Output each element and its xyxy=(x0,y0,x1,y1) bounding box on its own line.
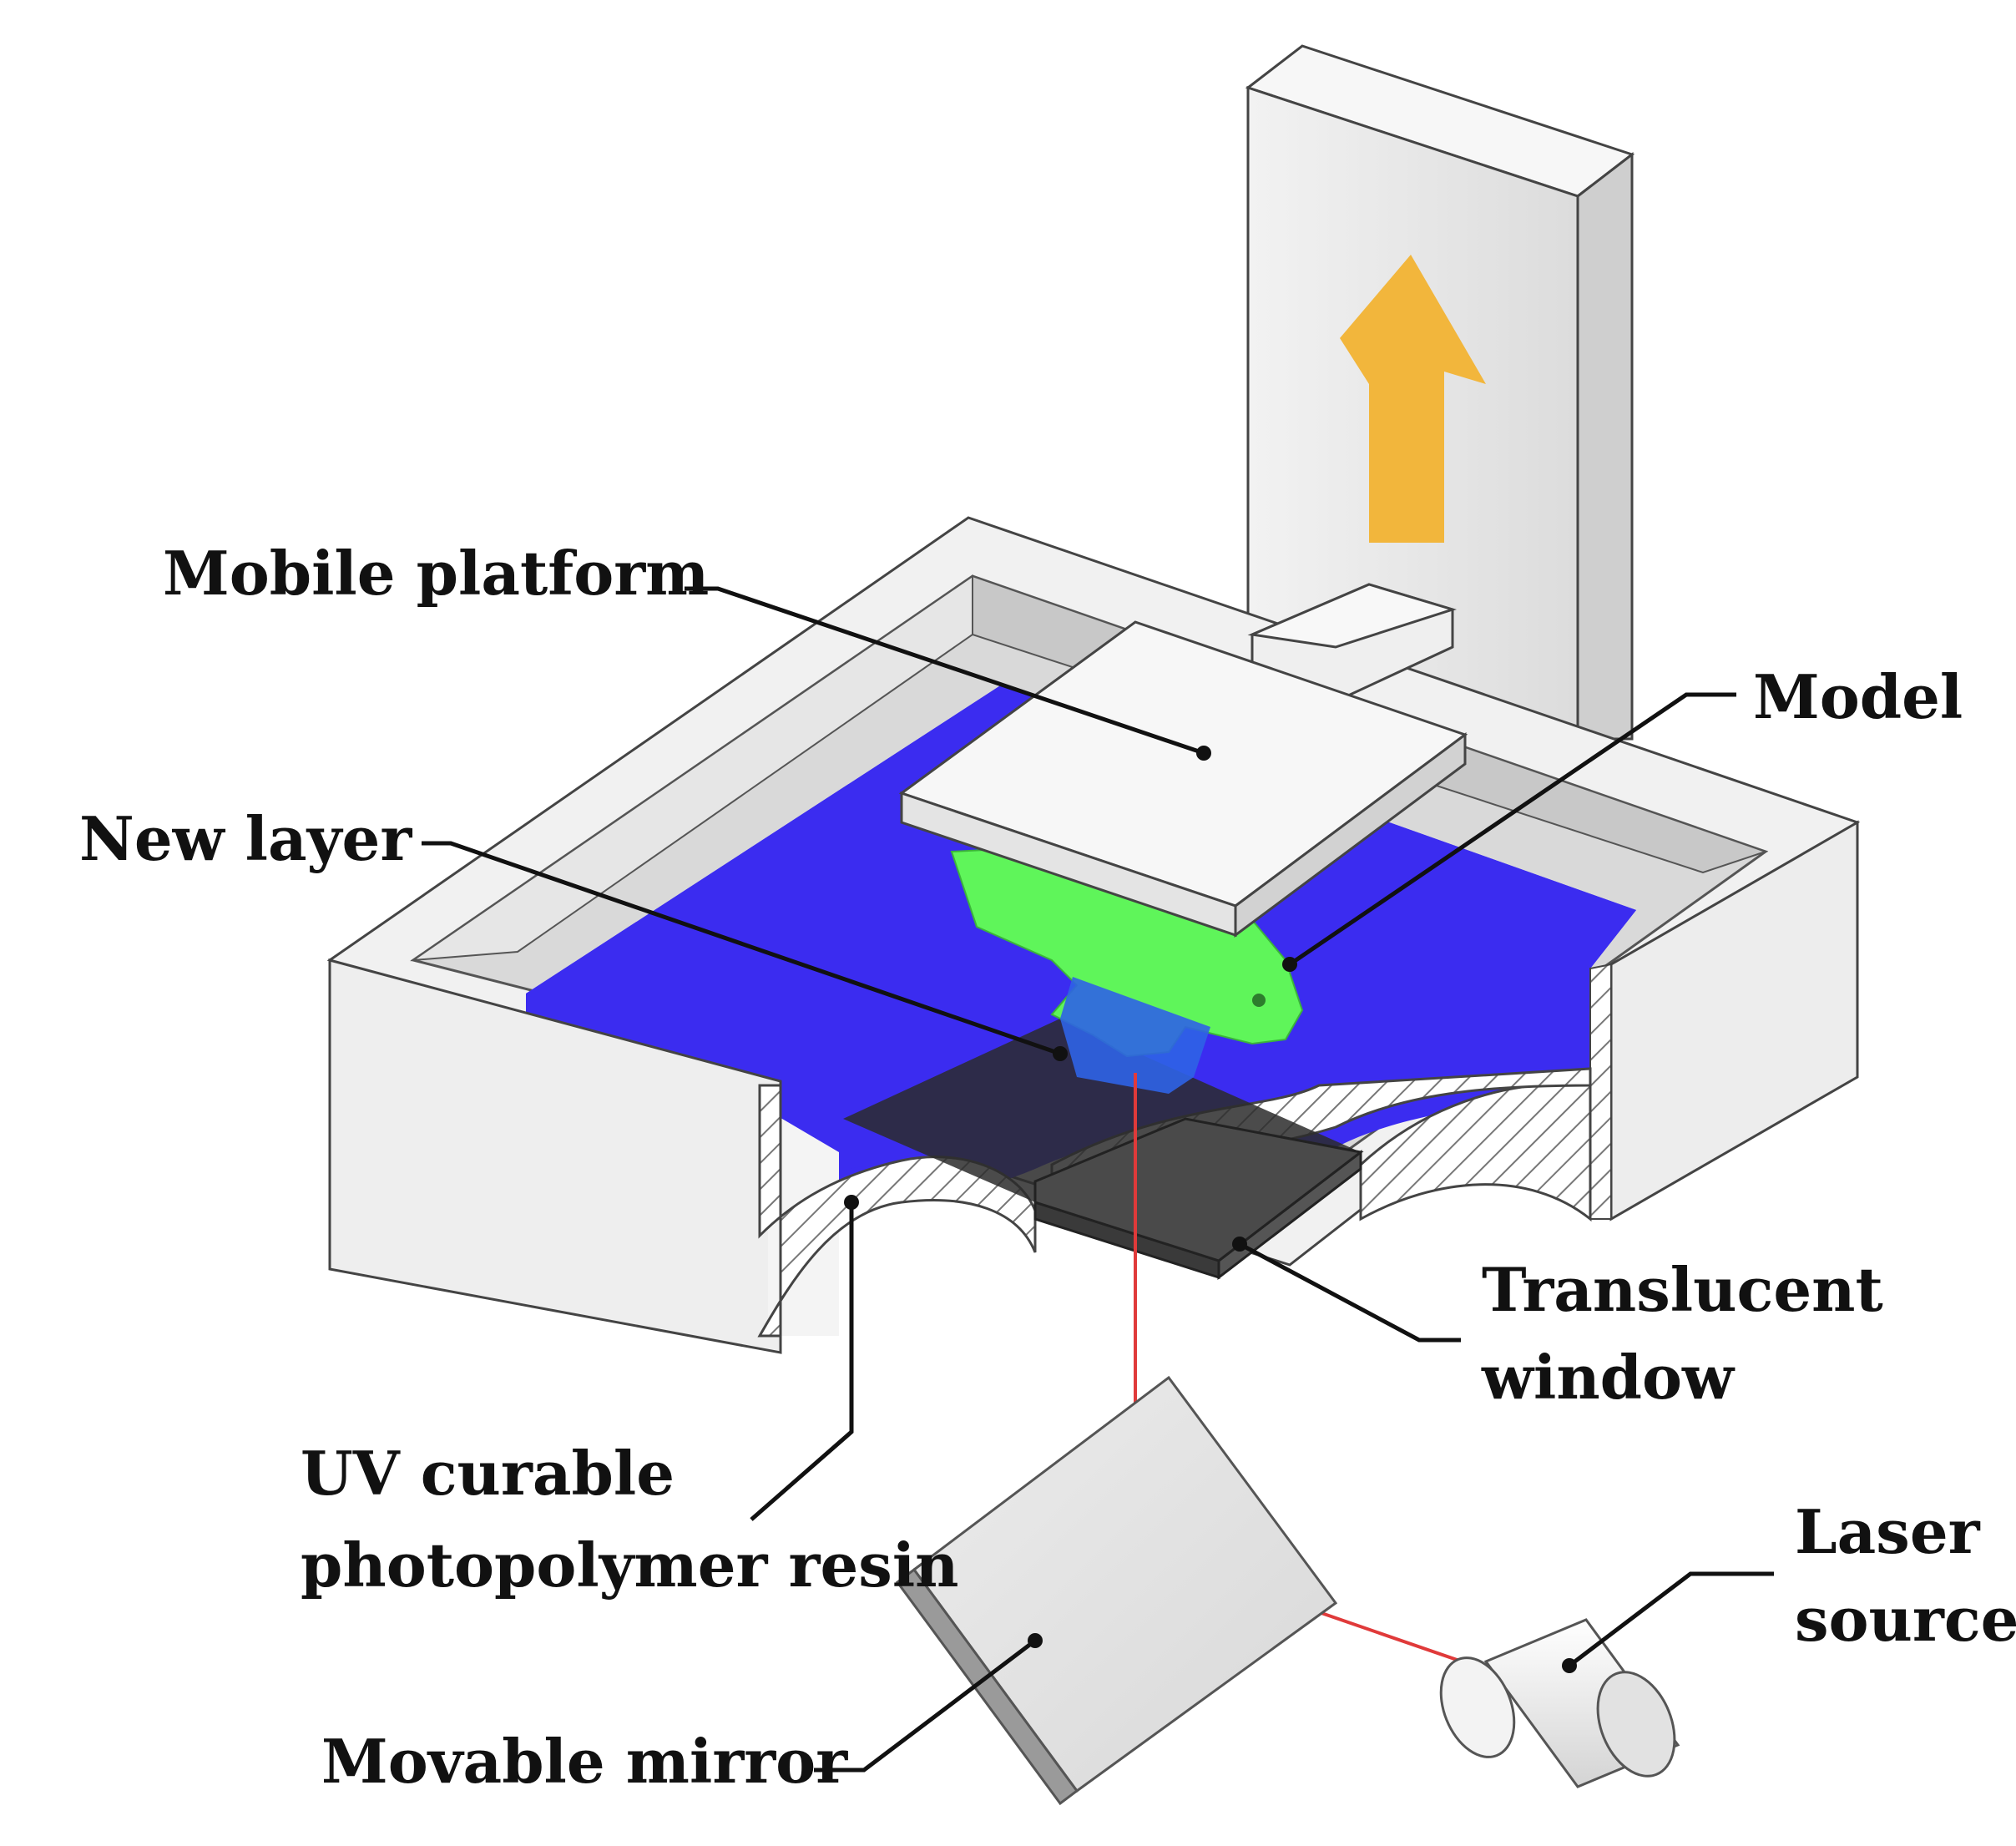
label-new-layer: New layer xyxy=(79,803,412,874)
label-uv-resin-2: photopolymer resin xyxy=(301,1530,959,1601)
carriage-arm xyxy=(1247,583,1458,703)
leader-uv-resin xyxy=(750,1202,854,1521)
laser-source xyxy=(1439,1618,1680,1788)
label-mobile-platform: Mobile platform xyxy=(163,538,709,609)
label-laser-source-2: source xyxy=(1795,1584,2016,1655)
leader-model xyxy=(1288,692,1736,967)
label-translucent-window-2: window xyxy=(1481,1342,1736,1413)
leader-movable-mirror xyxy=(814,1639,1037,1773)
label-model: Model xyxy=(1753,661,1963,732)
leader-dots xyxy=(844,746,1577,1673)
label-laser-source-1: Laser xyxy=(1795,1496,1981,1567)
leader-laser-source xyxy=(1568,1571,1774,1667)
movable-mirror xyxy=(895,1375,1338,1806)
upward-arrow-icon xyxy=(1340,255,1486,543)
mobile-platform xyxy=(898,620,1468,938)
new-layer xyxy=(1060,977,1210,1094)
leader-mobile-platform xyxy=(685,586,1205,756)
label-translucent-window-1: Translucent xyxy=(1482,1254,1883,1325)
vat-section-left xyxy=(757,1084,1037,1338)
leader-new-layer xyxy=(422,841,1061,1056)
leader-lines xyxy=(422,586,1774,1773)
label-movable-mirror: Movable mirror xyxy=(321,1726,848,1797)
label-uv-resin-1: UV curable xyxy=(301,1438,675,1509)
leader-translucent-window xyxy=(1238,1242,1461,1343)
translucent-window xyxy=(843,1019,1364,1281)
